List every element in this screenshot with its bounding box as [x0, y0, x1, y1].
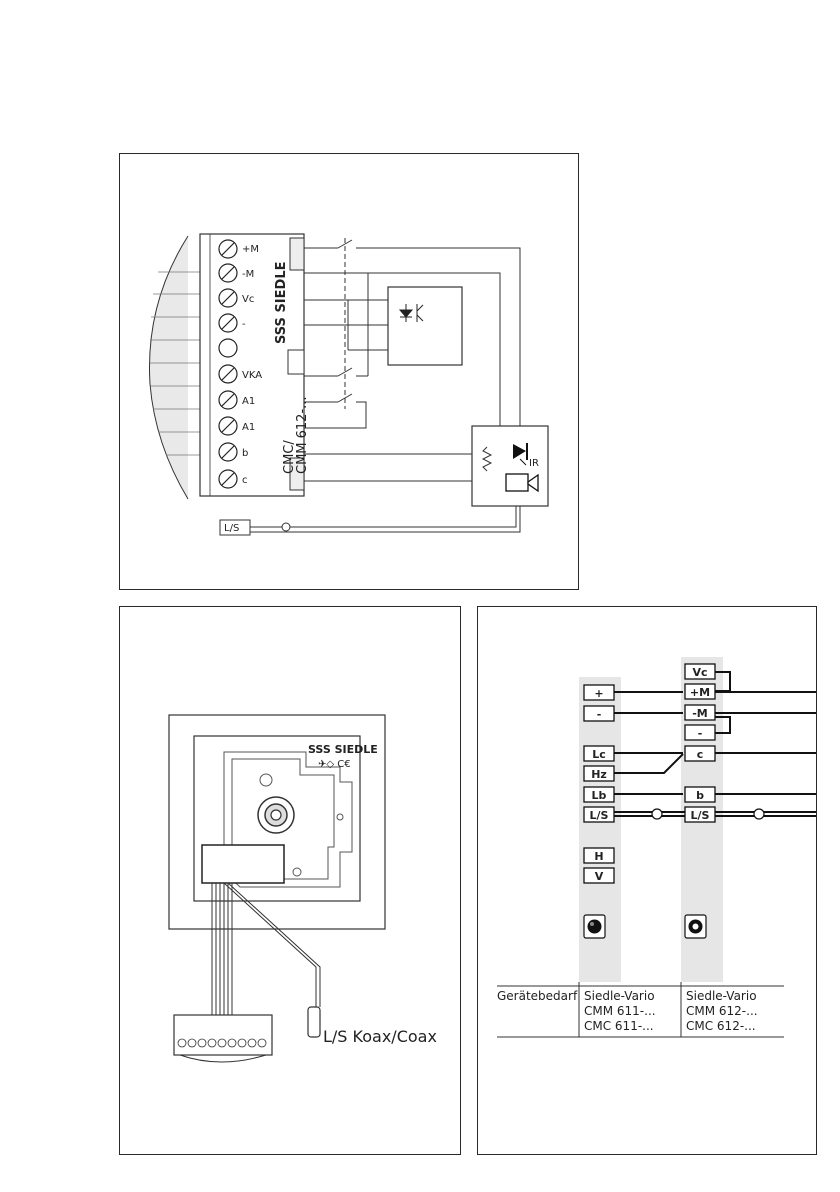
ce-mark-label: ✈◇ C€ — [318, 759, 351, 770]
brand-siedle-label: SSS SIEDLE — [274, 262, 289, 344]
terminal-label-plus-m: +M — [242, 244, 259, 255]
terminal-label-a1-upper: A1 — [242, 396, 255, 407]
connection-table: + - Lc Hz Lb L/S H V Vc +M -M - c b L/S — [478, 607, 816, 1154]
connection-table-panel: + - Lc Hz Lb L/S H V Vc +M -M - c b L/S — [477, 606, 817, 1155]
wiring-diagram-panel: +M -M Vc - VKA A1 A1 b c SSS SIEDLE CMC/… — [119, 153, 579, 590]
left-terminal-lb: Lb — [592, 789, 607, 802]
coax-label: L/S Koax/Coax — [323, 1027, 437, 1046]
terminal-label-vka: VKA — [242, 370, 262, 381]
right-device-model-cmm: CMM 612-... — [686, 1004, 758, 1018]
left-terminal-plus: + — [594, 687, 603, 700]
right-terminal-vc: Vc — [692, 666, 707, 679]
right-terminal-c: c — [697, 748, 704, 761]
left-terminal-v: V — [595, 870, 604, 883]
terminal-block-small — [174, 1015, 272, 1055]
model-label-line2: CMM 612-... — [295, 396, 310, 474]
right-terminal-plus-m: +M — [690, 686, 710, 699]
left-terminal-ls: L/S — [590, 809, 609, 822]
right-terminal-minus-m: -M — [692, 707, 708, 720]
terminal-label-minus: - — [242, 319, 246, 330]
terminal-label-vc: Vc — [242, 294, 254, 305]
device-illustration-panel: SSS SIEDLE ✈◇ C€ L/S Koax/Coax — [119, 606, 461, 1155]
requirement-label: Gerätebedarf — [497, 989, 578, 1003]
relay-module-box — [388, 287, 462, 365]
left-device-model-cmm: CMM 611-... — [584, 1004, 656, 1018]
ls-label: L/S — [224, 523, 239, 534]
terminal-label-minus-m: -M — [242, 269, 254, 280]
ir-label: IR — [529, 458, 539, 469]
left-terminal-minus: - — [597, 708, 602, 721]
right-terminal-minus: - — [698, 727, 703, 740]
right-device-model-cmc: CMC 612-... — [686, 1019, 756, 1033]
coax-plug-icon — [308, 1007, 320, 1037]
left-device-name: Siedle-Vario — [584, 989, 655, 1003]
right-terminal-ls: L/S — [691, 809, 710, 822]
terminal-label-c: c — [242, 475, 248, 486]
device-brand-label: SSS SIEDLE — [308, 743, 378, 756]
left-terminal-h: H — [594, 850, 603, 863]
left-terminal-hz: Hz — [591, 768, 607, 781]
left-device-model-cmc: CMC 611-... — [584, 1019, 654, 1033]
device-illustration: SSS SIEDLE ✈◇ C€ L/S Koax/Coax — [120, 607, 460, 1154]
right-terminal-b: b — [696, 789, 704, 802]
terminal-label-a1-lower: A1 — [242, 422, 255, 433]
terminal-label-b: b — [242, 448, 248, 459]
left-terminal-lc: Lc — [592, 748, 606, 761]
right-device-name: Siedle-Vario — [686, 989, 757, 1003]
wiring-diagram: +M -M Vc - VKA A1 A1 b c SSS SIEDLE CMC/… — [120, 154, 578, 589]
